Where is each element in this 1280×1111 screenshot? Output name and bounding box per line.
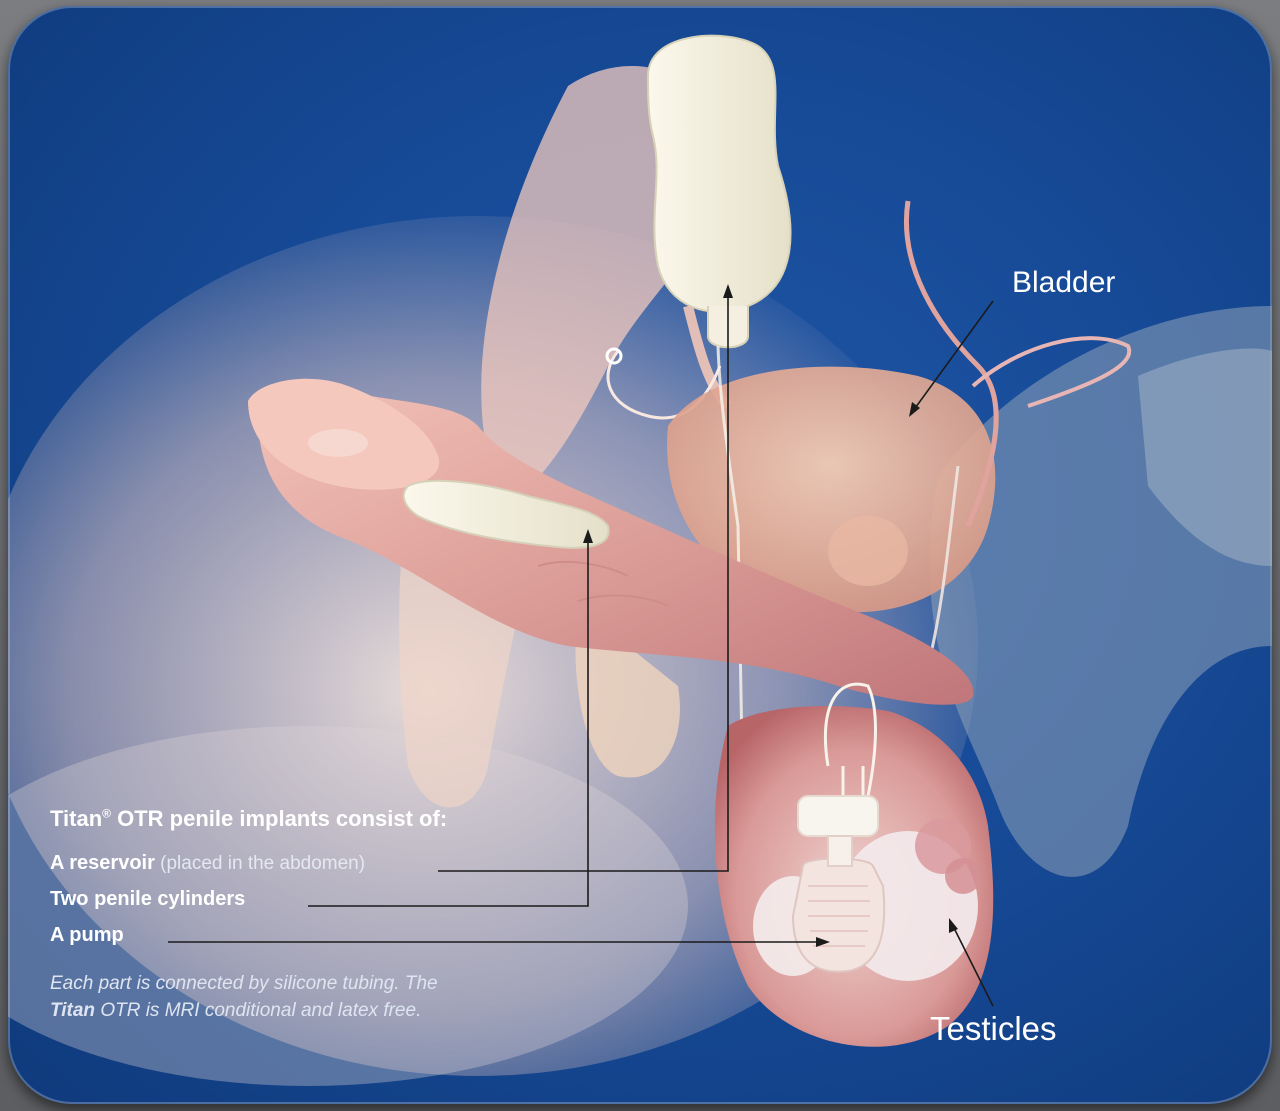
footnote-rest: OTR is MRI conditional and latex free.: [95, 1000, 421, 1021]
legend-title-rest: OTR penile implants consist of:: [111, 806, 447, 831]
registered-mark: ®: [102, 807, 111, 821]
prostate: [828, 516, 908, 586]
testicles-label: Testicles: [930, 1010, 1057, 1048]
footnote-brand: Titan: [50, 1000, 95, 1021]
reservoir: [648, 36, 790, 312]
footnote-line-2: Titan OTR is MRI conditional and latex f…: [50, 997, 438, 1024]
part-name: Two penile cylinders: [50, 888, 245, 910]
illustration-frame: Bladder Testicles Titan® OTR penile impl…: [8, 6, 1272, 1104]
part-reservoir: A reservoir (placed in the abdomen): [50, 852, 365, 875]
part-name: A pump: [50, 924, 124, 946]
footnote: Each part is connected by silicone tubin…: [50, 970, 438, 1024]
part-pump: A pump: [50, 924, 124, 947]
brand-name: Titan: [50, 806, 102, 831]
anatomy-illustration: [8, 6, 1272, 1104]
part-cylinders: Two penile cylinders: [50, 888, 245, 911]
part-note: (placed in the abdomen): [155, 853, 365, 874]
footnote-line-1: Each part is connected by silicone tubin…: [50, 970, 438, 997]
part-name: A reservoir: [50, 852, 155, 874]
legend-title: Titan® OTR penile implants consist of:: [50, 806, 447, 832]
bladder-label: Bladder: [1012, 266, 1115, 300]
pump-valve: [798, 796, 878, 836]
